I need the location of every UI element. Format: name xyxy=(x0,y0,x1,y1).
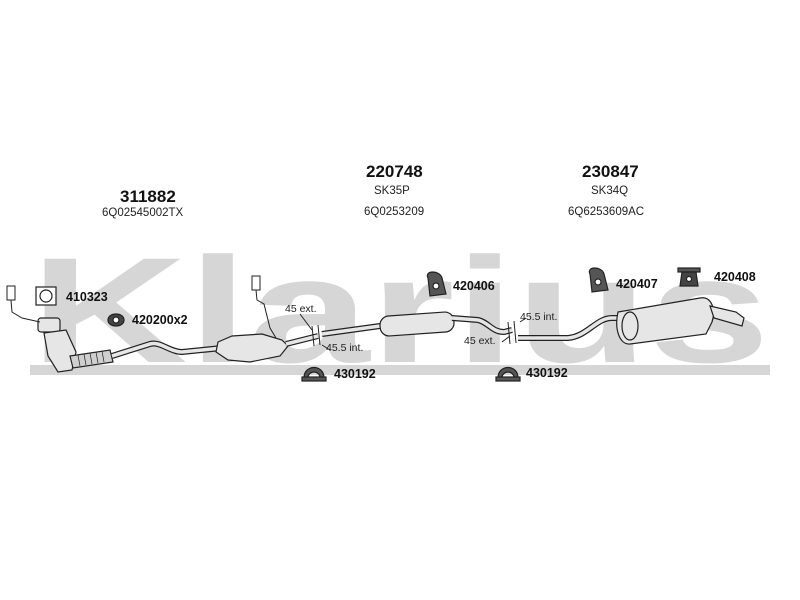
flex-pipe xyxy=(69,349,114,369)
front-pipe-tube-inner xyxy=(111,341,223,358)
front-joint-int-label: 45.5 int. xyxy=(326,342,364,354)
rear-ext-leader xyxy=(501,335,511,343)
hanger-icon-rear-2-hole xyxy=(685,275,693,283)
rear-joint-ticks xyxy=(507,320,517,345)
rear-joint-int-label: 45.5 int. xyxy=(520,311,558,323)
mid-pipe-rear-inner xyxy=(451,316,513,334)
part-name-220748: SK35P xyxy=(374,185,410,197)
gasket-part-number: 410323 xyxy=(66,290,108,304)
hanger-icon-rear-1-hole xyxy=(594,278,602,286)
rear-sensor xyxy=(251,275,261,291)
front-int-leader xyxy=(321,344,331,351)
clamp-1-part-number: 430192 xyxy=(334,367,376,381)
oem-code-220748: 6Q0253209 xyxy=(364,206,425,218)
hanger-icon-mid-hole xyxy=(432,282,440,290)
second-catalyst-body xyxy=(215,333,289,363)
lambda-sensors xyxy=(6,275,277,339)
middle-section-assembly xyxy=(321,311,513,337)
rear-int-leader xyxy=(519,317,527,323)
rear-silencer-body xyxy=(616,297,715,345)
front-joint-ext-label: 45 ext. xyxy=(285,303,317,315)
hanger-rear-2-part-number: 420408 xyxy=(714,270,756,284)
mid-pipe-front-inner xyxy=(321,324,381,336)
oem-code-230847: 6Q6253609AC xyxy=(568,206,645,218)
rear-silencer-end xyxy=(621,311,639,341)
hanger-mid-part-number: 420406 xyxy=(453,279,495,293)
clamp-2-part-number: 430192 xyxy=(526,366,568,380)
part-number-311882: 311882 xyxy=(120,187,176,206)
front-ext-leader xyxy=(299,313,313,331)
rubber-mount-icon-hole xyxy=(112,316,120,324)
oem-code-311882: 6Q02545002TX xyxy=(102,207,184,219)
manifold-flange xyxy=(37,317,61,333)
watermark-band xyxy=(30,365,770,375)
clamp-icon-1-base xyxy=(301,376,327,382)
part-name-230847: SK34Q xyxy=(591,185,629,197)
center-silencer xyxy=(379,311,455,337)
part-number-220748: 220748 xyxy=(366,162,423,181)
rear-pipe-tube-inner xyxy=(518,316,622,340)
clamp-icon-2-base xyxy=(495,376,521,382)
rear-joint-ext-label: 45 ext. xyxy=(464,335,496,347)
front-mount-part-number: 420200x2 xyxy=(132,313,188,327)
front-catalyst-body xyxy=(43,329,77,373)
fitting-icons xyxy=(35,267,701,382)
front-pipe-assembly xyxy=(37,317,319,373)
front-sensor xyxy=(6,285,16,301)
gasket-icon-hole xyxy=(39,289,53,303)
joint-markers xyxy=(299,313,527,351)
rear-sensor-wire xyxy=(255,289,277,339)
rear-section-assembly xyxy=(518,297,745,345)
front-joint-ticks xyxy=(311,324,321,347)
hanger-rear-1-part-number: 420407 xyxy=(616,277,658,291)
front-sensor-wire xyxy=(10,299,41,323)
part-number-230847: 230847 xyxy=(582,162,639,181)
flex-pipe-ribs xyxy=(77,350,105,367)
tailpipe xyxy=(709,305,745,327)
